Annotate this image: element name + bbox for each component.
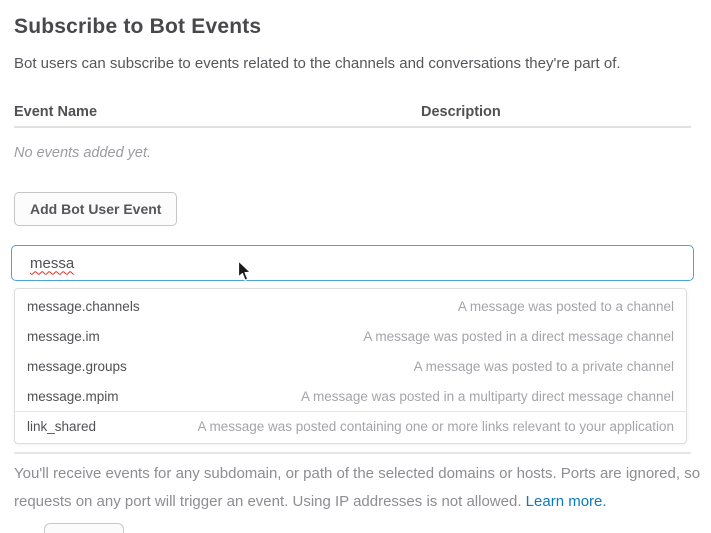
suggestion-description: A message was posted to a private channe… [413,358,674,374]
footer-note: You'll receive events for any subdomain,… [14,460,701,516]
events-table-header: Event Name Description [14,104,691,122]
footer-note-line1: You'll receive events for any subdomain,… [14,465,701,482]
page-subtitle: Bot users can subscribe to events relate… [14,55,621,72]
suggestion-row-message-groups[interactable]: message.groups A message was posted to a… [15,351,686,381]
suggestion-row-message-channels[interactable]: message.channels A message was posted to… [15,291,686,321]
empty-state-message: No events added yet. [14,145,152,161]
column-header-description: Description [421,104,501,120]
suggestion-description: A message was posted to a channel [457,298,674,314]
footer-note-line2: requests on any port will trigger an eve… [14,488,691,516]
footer-note-line2-text: requests on any port will trigger an eve… [14,493,522,510]
event-search-input[interactable]: messa [11,245,694,281]
suggestion-name: message.mpim [27,388,119,404]
event-search-input-value: messa [30,254,75,272]
event-suggestions-dropdown: message.channels A message was posted to… [14,288,687,444]
suggestion-row-message-mpim[interactable]: message.mpim A message was posted in a m… [15,381,686,411]
section-divider [14,452,691,454]
suggestion-description: A message was posted in a multiparty dir… [301,388,674,404]
add-bot-user-event-button[interactable]: Add Bot User Event [14,192,178,226]
column-header-event-name: Event Name [14,104,98,120]
page-title: Subscribe to Bot Events [14,15,262,38]
suggestion-name: link_shared [27,419,97,434]
suggestion-row-link-shared[interactable]: link_shared A message was posted contain… [15,411,686,441]
suggestion-row-message-im[interactable]: message.im A message was posted in a dir… [15,321,686,351]
suggestion-description: A message was posted containing one or m… [197,419,674,434]
table-header-divider [14,126,691,128]
partially-visible-button[interactable] [44,523,124,533]
suggestion-name: message.channels [27,298,140,314]
suggestion-name: message.im [27,328,100,344]
suggestion-name: message.groups [27,358,127,374]
learn-more-link[interactable]: Learn more. [525,493,607,510]
suggestion-description: A message was posted in a direct message… [363,328,674,344]
